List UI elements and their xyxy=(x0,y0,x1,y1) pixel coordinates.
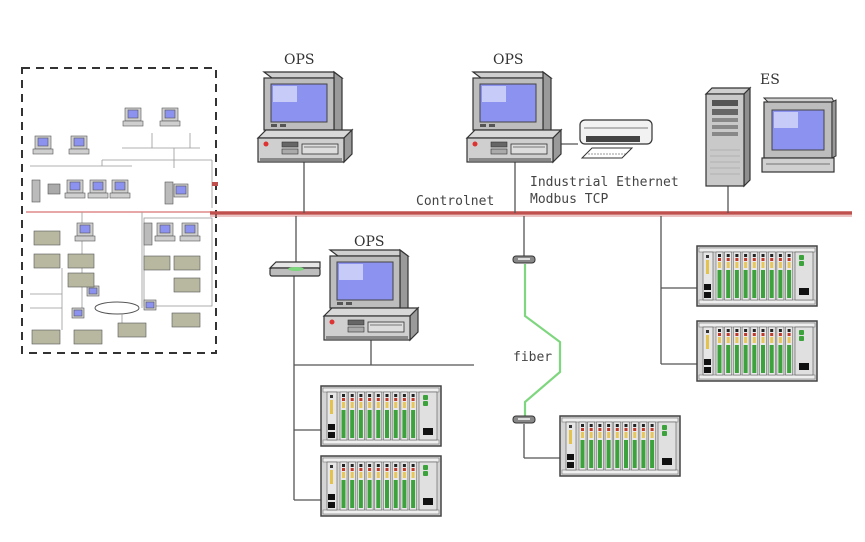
io-module xyxy=(409,461,417,511)
io-rack-5 xyxy=(696,320,818,382)
io-module xyxy=(741,326,750,376)
io-module xyxy=(400,461,409,511)
io-module xyxy=(348,461,356,511)
io-module xyxy=(776,326,785,376)
io-module xyxy=(750,326,759,376)
io-module xyxy=(357,461,365,511)
io-module xyxy=(759,251,767,301)
modbus-tcp-label: Modbus TCP xyxy=(530,192,608,207)
rack-port xyxy=(328,432,335,438)
rack-port xyxy=(328,502,335,508)
io-module xyxy=(383,461,391,511)
io-module xyxy=(785,326,793,376)
io-module xyxy=(578,421,587,471)
io-module xyxy=(365,391,374,441)
rack-port xyxy=(567,462,574,468)
es-monitor-icon xyxy=(761,97,837,173)
controlnet-label: Controlnet xyxy=(416,194,494,209)
io-module xyxy=(622,421,630,471)
rack-port xyxy=(704,367,711,373)
io-module xyxy=(374,461,383,511)
io-module xyxy=(391,391,400,441)
io-module xyxy=(374,391,383,441)
io-module xyxy=(630,421,639,471)
ops-workstation-3 xyxy=(323,249,419,341)
rack-port xyxy=(567,454,574,460)
network-switch-icon xyxy=(268,261,321,277)
io-module xyxy=(639,421,648,471)
rack-port xyxy=(704,292,711,298)
fiber-label: fiber xyxy=(513,350,552,365)
io-rack-2 xyxy=(320,455,442,517)
io-module xyxy=(357,391,365,441)
fiber-link xyxy=(523,264,562,416)
io-module xyxy=(339,391,348,441)
industrial-ethernet-label: Industrial Ethernet xyxy=(530,175,679,190)
overview-inset xyxy=(21,67,218,354)
io-module xyxy=(750,251,759,301)
io-module xyxy=(715,326,724,376)
io-module xyxy=(400,391,409,441)
io-module xyxy=(759,326,767,376)
io-module xyxy=(596,421,604,471)
ops-label-3: OPS xyxy=(354,234,385,250)
io-module xyxy=(724,251,732,301)
io-module xyxy=(785,251,793,301)
io-module xyxy=(383,391,391,441)
io-module xyxy=(767,251,776,301)
ops-label-2: OPS xyxy=(493,52,524,68)
ops-workstation-2 xyxy=(466,71,562,163)
io-module xyxy=(715,251,724,301)
io-module xyxy=(613,421,622,471)
io-module xyxy=(767,326,776,376)
io-module xyxy=(733,326,741,376)
wires xyxy=(293,143,729,501)
io-module xyxy=(724,326,732,376)
io-module xyxy=(733,251,741,301)
ops-label-1: OPS xyxy=(284,52,315,68)
io-rack-3 xyxy=(559,415,681,477)
rack-port xyxy=(328,424,335,430)
io-module xyxy=(776,251,785,301)
rack-port xyxy=(328,494,335,500)
io-module xyxy=(587,421,595,471)
io-module xyxy=(365,461,374,511)
es-server-icon xyxy=(704,86,752,188)
io-module xyxy=(648,421,656,471)
rack-port xyxy=(704,284,711,290)
rack-port xyxy=(704,359,711,365)
io-module xyxy=(604,421,613,471)
ops-workstation-1 xyxy=(257,71,353,163)
printer-icon xyxy=(579,119,653,159)
fiber-converter-bottom-icon xyxy=(512,415,536,424)
io-module xyxy=(409,391,417,441)
io-module xyxy=(741,251,750,301)
fiber-converter-top-icon xyxy=(512,255,536,264)
io-module xyxy=(348,391,356,441)
io-rack-1 xyxy=(320,385,442,447)
io-module xyxy=(339,461,348,511)
io-module xyxy=(391,461,400,511)
io-rack-4 xyxy=(696,245,818,307)
es-label: ES xyxy=(760,72,780,88)
